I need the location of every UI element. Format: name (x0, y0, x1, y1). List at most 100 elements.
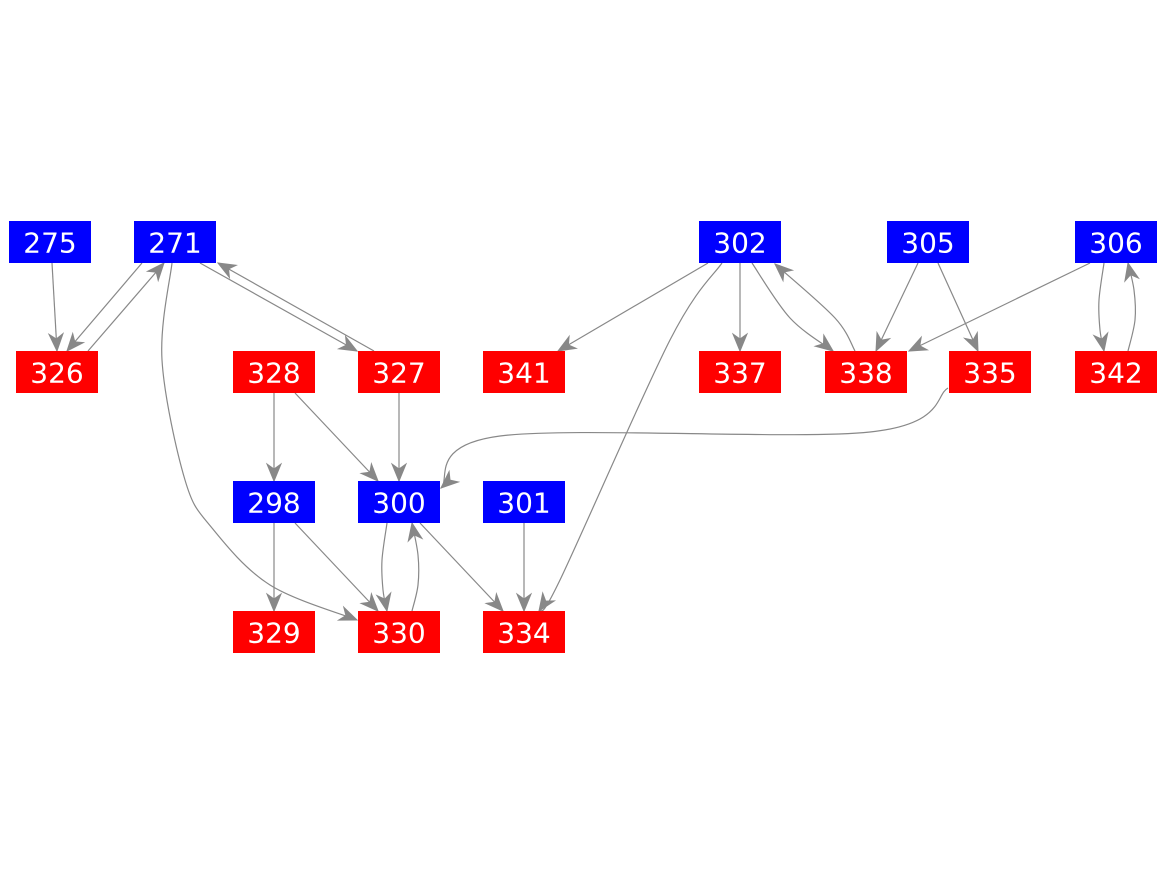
edge-line (538, 262, 723, 612)
node-box (134, 221, 216, 263)
edge-line (937, 262, 979, 352)
node-label: 328 (247, 357, 300, 390)
arrowhead-icon (875, 330, 892, 353)
edge-298-to-329 (265, 523, 283, 613)
edge-line (557, 262, 709, 352)
edge-line (51, 262, 58, 352)
edge-line (908, 262, 1091, 352)
node-box (483, 481, 565, 523)
node-box (233, 481, 315, 523)
node-298: 298 (233, 481, 315, 523)
edge-line (440, 387, 949, 489)
node-328: 328 (233, 351, 315, 393)
node-label: 301 (497, 487, 550, 520)
node-box (699, 221, 781, 263)
arrowhead-icon (515, 592, 533, 613)
node-label: 338 (839, 357, 892, 390)
arrowhead-icon (1092, 331, 1109, 353)
edge-306-to-338 (907, 262, 1091, 352)
edge-line (751, 262, 834, 352)
edge-328-to-300 (294, 392, 379, 482)
node-box (358, 481, 440, 523)
node-box (825, 351, 907, 393)
node-label: 337 (713, 357, 766, 390)
node-box (887, 221, 969, 263)
node-box (9, 221, 91, 263)
node-305: 305 (887, 221, 969, 263)
arrowhead-icon (813, 333, 835, 352)
edge-298-to-330 (294, 522, 379, 612)
edge-line (419, 522, 504, 612)
arrowhead-icon (66, 331, 86, 352)
node-329: 329 (233, 611, 315, 653)
node-342: 342 (1075, 351, 1157, 393)
node-box (1075, 351, 1157, 393)
arrowhead-icon (907, 335, 930, 352)
edge-301-to-334 (515, 523, 533, 613)
node-label: 342 (1089, 357, 1142, 390)
arrowhead-icon (1124, 261, 1140, 283)
edge-338-to-302 (774, 263, 856, 352)
edge-line (217, 262, 375, 352)
arrowhead-icon (484, 591, 504, 612)
node-271: 271 (134, 221, 216, 263)
edge-335-to-300 (440, 387, 949, 489)
edge-327-to-271 (216, 262, 375, 352)
node-label: 327 (372, 357, 425, 390)
edge-327-to-300 (390, 393, 408, 483)
arrowhead-icon (407, 521, 424, 543)
edge-line (774, 263, 856, 352)
arrowhead-icon (336, 605, 359, 621)
edge-302-to-341 (556, 262, 709, 352)
edge-328-to-298 (265, 393, 283, 483)
edge-271-to-326 (66, 262, 143, 352)
arrowhead-icon (359, 591, 379, 612)
edge-line (294, 522, 379, 612)
arrowhead-icon (390, 462, 408, 483)
node-341: 341 (483, 351, 565, 393)
edge-line (161, 262, 358, 621)
node-box (483, 351, 565, 393)
node-326: 326 (16, 351, 98, 393)
edge-271-to-327 (199, 262, 359, 352)
edge-line (875, 262, 919, 352)
arrowhead-icon (265, 462, 283, 483)
node-label: 300 (372, 487, 425, 520)
node-label: 335 (963, 357, 1016, 390)
edge-line (87, 262, 165, 352)
node-box (1075, 221, 1157, 263)
node-box (233, 351, 315, 393)
edge-line (199, 262, 358, 352)
arrowhead-icon (47, 332, 65, 353)
node-label: 305 (901, 227, 954, 260)
edge-271-to-330 (161, 262, 359, 621)
node-box (358, 611, 440, 653)
node-box (949, 351, 1031, 393)
node-box (358, 351, 440, 393)
edge-275-to-326 (47, 262, 65, 353)
node-box (699, 351, 781, 393)
edge-326-to-271 (87, 262, 165, 352)
node-label: 341 (497, 357, 550, 390)
arrowhead-icon (556, 334, 578, 352)
arrowhead-icon (145, 262, 165, 283)
node-label: 329 (247, 617, 300, 650)
edge-342-to-306 (1124, 261, 1140, 352)
edge-330-to-300 (407, 521, 424, 612)
node-box (483, 611, 565, 653)
arrowhead-icon (440, 469, 461, 489)
node-label: 298 (247, 487, 300, 520)
node-label: 330 (372, 617, 425, 650)
edge-302-to-334 (538, 262, 723, 613)
node-306: 306 (1075, 221, 1157, 263)
arrowhead-icon (731, 332, 749, 353)
edge-line (411, 522, 420, 612)
node-301: 301 (483, 481, 565, 523)
edge-line (294, 392, 379, 482)
node-327: 327 (358, 351, 440, 393)
edge-302-to-338 (751, 262, 835, 352)
node-label: 326 (30, 357, 83, 390)
arrowhead-icon (538, 591, 557, 613)
